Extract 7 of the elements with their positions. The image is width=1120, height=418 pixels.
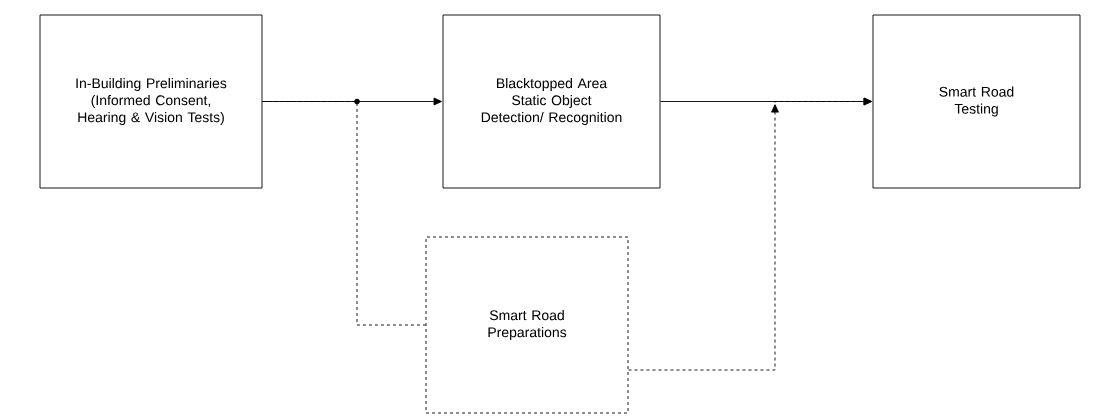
arrow — [262, 97, 442, 106]
process-box: Smart Road Testing — [872, 14, 1081, 189]
connector-line — [262, 101, 426, 326]
process-box: Blacktopped Area Static Object Detection/ Recognition — [442, 14, 661, 189]
dashed-process-box: Smart Road Preparations — [425, 236, 629, 414]
process-box: In-Building Preliminaries (Informed Consent, Hearing & Vision Tests) — [39, 14, 263, 189]
arrow — [628, 97, 872, 371]
